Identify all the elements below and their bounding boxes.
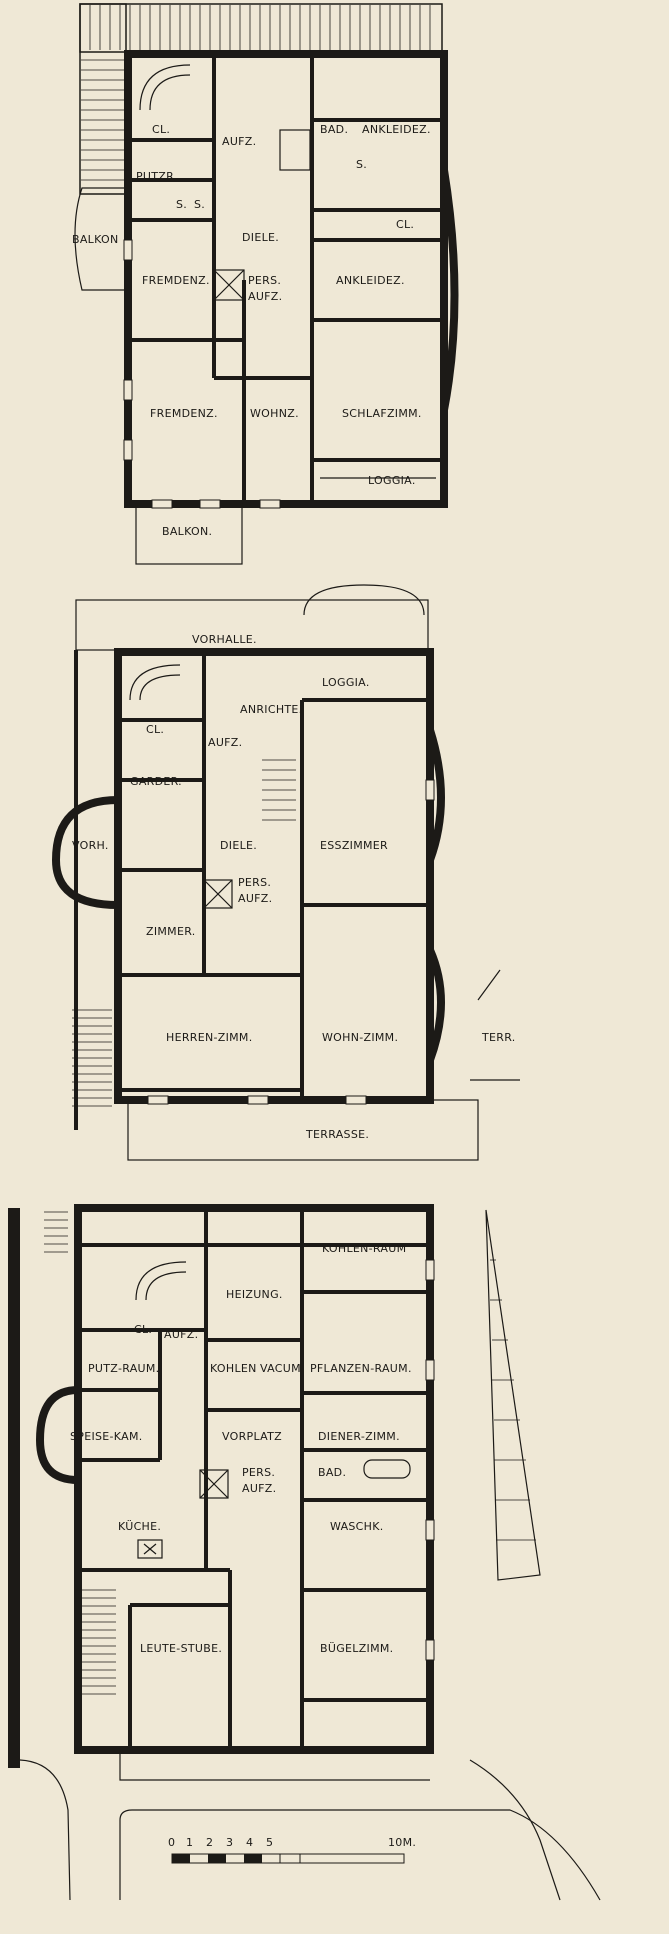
base-waschk: WASCHK. — [330, 1520, 384, 1533]
roof-hatch — [79, 3, 443, 195]
scale-end-label: 10M. — [388, 1836, 416, 1849]
upper-putzr: PUTZR. — [136, 170, 178, 183]
ground-vorh: VORH. — [72, 839, 109, 852]
scale-tick-3: 3 — [226, 1836, 233, 1849]
ground-cl: CL. — [146, 723, 164, 736]
base-putz-raum: PUTZ-RAUM. — [88, 1362, 159, 1375]
scale-tick-5: 5 — [266, 1836, 273, 1849]
ground-floor-plan: VORHALLE. LOGGIA. CL. AUFZ. ANRICHTE. GA… — [51, 584, 520, 1161]
upper-s-1: S. — [176, 198, 187, 211]
base-kohlen: KOHLEN — [210, 1362, 257, 1375]
upper-bad: BAD. — [320, 123, 348, 136]
upper-pers-aufz: AUFZ. — [248, 290, 282, 303]
base-diener-zimm: DIENER-ZIMM. — [318, 1430, 400, 1443]
base-bad: BAD. — [318, 1466, 346, 1479]
upper-fremdenz-2: FREMDENZ. — [150, 407, 218, 420]
upper-balkon: BALKON. — [162, 525, 212, 538]
scale-bar: 0 1 2 3 4 5 10M. — [168, 1836, 416, 1864]
upper-balkon-side: BALKON — [72, 233, 119, 246]
base-vorplatz: VORPLATZ — [222, 1430, 282, 1443]
ground-pers: PERS. — [238, 876, 271, 889]
ground-pers-aufz: AUFZ. — [238, 892, 272, 905]
upper-s-3: S. — [356, 158, 367, 171]
base-leute-stube: LEUTE-STUBE. — [140, 1642, 222, 1655]
ground-garder: GARDER. — [130, 775, 182, 788]
scale-tick-4: 4 — [246, 1836, 253, 1849]
upper-aufz: AUFZ. — [222, 135, 256, 148]
basement-plan: KOHLEN-RAUM HEIZUNG. CL. AUFZ. PUTZ-RAUM… — [8, 1204, 601, 1901]
upper-ankleidez-2: ANKLEIDEZ. — [336, 274, 405, 287]
base-speise-kam: SPEISE-KAM. — [70, 1430, 143, 1443]
ground-zimmer: ZIMMER. — [146, 925, 196, 938]
base-pers: PERS. — [242, 1466, 275, 1479]
base-kohlen-raum: KOHLEN-RAUM — [322, 1242, 406, 1255]
upper-diele: DIELE. — [242, 231, 279, 244]
upper-cl-1: CL. — [152, 123, 170, 136]
scale-tick-0: 0 — [168, 1836, 175, 1849]
base-pflanzen-raum: PFLANZEN-RAUM. — [310, 1362, 412, 1375]
upper-cl-2: CL. — [396, 218, 414, 231]
base-kueche: KÜCHE. — [118, 1520, 161, 1533]
base-pers-aufz: AUFZ. — [242, 1482, 276, 1495]
scale-tick-2: 2 — [206, 1836, 213, 1849]
ground-loggia: LOGGIA. — [322, 676, 370, 689]
base-cl: CL. — [134, 1323, 152, 1336]
upper-fremdenz-1: FREMDENZ. — [142, 274, 210, 287]
upper-pers: PERS. — [248, 274, 281, 287]
ground-terrasse: TERRASSE. — [305, 1128, 369, 1141]
upper-wohnz: WOHNZ. — [250, 407, 299, 420]
ground-terr: TERR. — [481, 1031, 516, 1044]
base-heizung: HEIZUNG. — [226, 1288, 283, 1301]
upper-floor-plan: CL. AUFZ. BAD. ANKLEIDEZ. PUTZR. S. S. S… — [72, 3, 459, 565]
upper-schlafzimm: SCHLAFZIMM. — [342, 407, 422, 420]
scale-tick-1: 1 — [186, 1836, 193, 1849]
upper-s-2: S. — [194, 198, 205, 211]
upper-loggia: LOGGIA. — [368, 474, 416, 487]
base-vacum: VACUM. — [260, 1362, 305, 1375]
base-aufz: AUFZ. — [164, 1328, 198, 1341]
ground-diele: DIELE. — [220, 839, 257, 852]
ground-wohn-zimm: WOHN-ZIMM. — [322, 1031, 398, 1044]
ground-vorhalle: VORHALLE. — [192, 633, 257, 646]
ground-herren-zimm: HERREN-ZIMM. — [166, 1031, 253, 1044]
ground-aufz: AUFZ. — [208, 736, 242, 749]
ground-anrichte: ANRICHTE. — [240, 703, 302, 716]
base-buegelzimm: BÜGELZIMM. — [320, 1642, 393, 1655]
ground-esszimmer: ESSZIMMER — [320, 839, 388, 852]
upper-ankleidez-1: ANKLEIDEZ. — [362, 123, 431, 136]
